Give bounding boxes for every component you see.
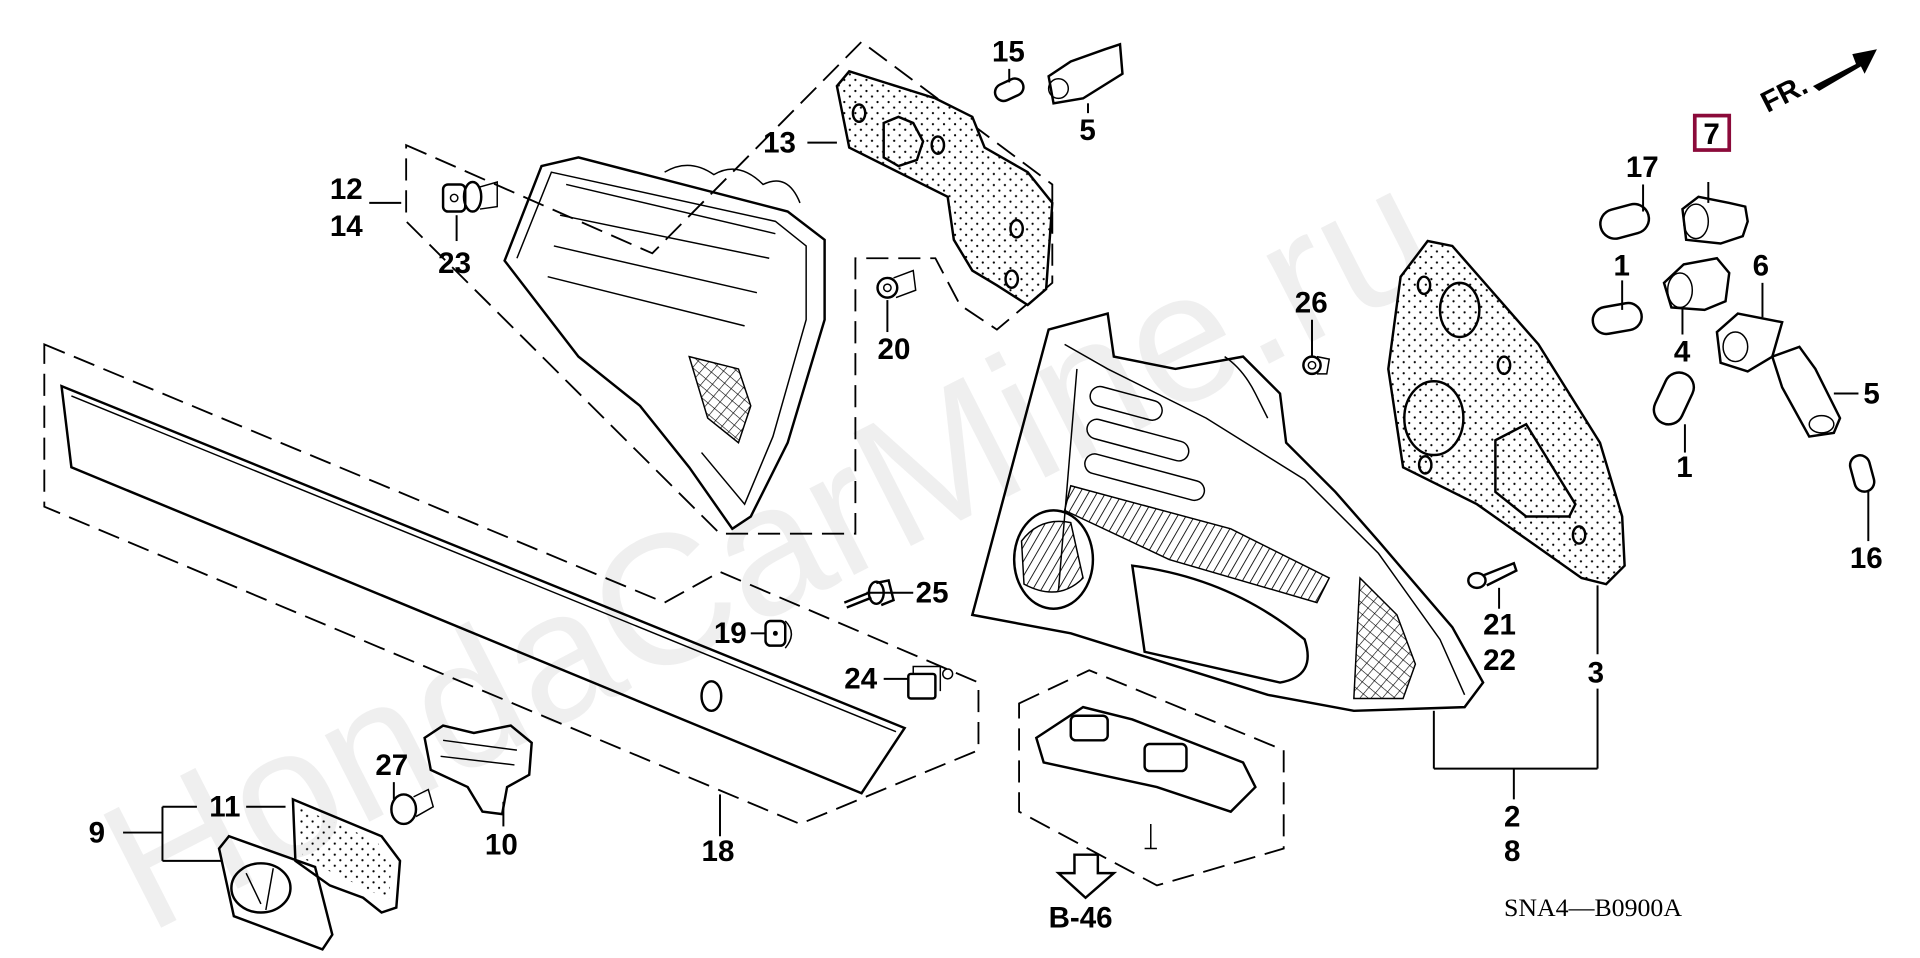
reference-b46[interactable]: B-46 — [1049, 853, 1118, 935]
callout-6[interactable]: 6 — [1753, 249, 1769, 282]
callout-7[interactable]: 7 — [1703, 118, 1719, 151]
callout-25[interactable]: 25 — [916, 577, 949, 610]
callout-26[interactable]: 26 — [1295, 286, 1328, 319]
license-lamp-9[interactable] — [217, 834, 334, 951]
callout-22[interactable]: 22 — [1483, 644, 1516, 677]
bulb-15[interactable] — [992, 76, 1026, 104]
callout-15[interactable]: 15 — [992, 35, 1025, 68]
bulb-1-lower[interactable] — [1649, 368, 1699, 430]
socket-6[interactable] — [1715, 312, 1784, 373]
fr-label: FR. — [1756, 68, 1813, 119]
callout-20[interactable]: 20 — [878, 333, 911, 366]
screw-21-22[interactable] — [1467, 561, 1518, 590]
socket-7[interactable] — [1681, 195, 1749, 245]
callout-3[interactable]: 3 — [1588, 657, 1604, 690]
callout-11[interactable]: 11 — [209, 791, 240, 824]
bulb-16[interactable] — [1848, 453, 1877, 494]
garnish-18[interactable] — [60, 384, 907, 795]
callout-4[interactable]: 4 — [1674, 336, 1691, 369]
front-direction-arrow-icon — [1812, 49, 1877, 92]
socket-4[interactable] — [1662, 256, 1731, 312]
callout-12[interactable]: 12 — [330, 173, 363, 206]
bulb-1-upper[interactable] — [1591, 301, 1644, 336]
callout-16[interactable]: 16 — [1850, 542, 1883, 575]
callout-2[interactable]: 2 — [1504, 800, 1520, 833]
callout-1-upper[interactable]: 1 — [1614, 249, 1630, 282]
gasket-3[interactable] — [1387, 239, 1626, 586]
connector-harness[interactable] — [1034, 705, 1257, 850]
callout-27[interactable]: 27 — [375, 749, 408, 782]
down-arrow-outline-icon — [1055, 853, 1118, 900]
callout-7-highlighted[interactable]: 7 — [1692, 113, 1732, 152]
bulb-27[interactable] — [390, 788, 435, 826]
clip-23[interactable] — [441, 180, 498, 213]
callout-21[interactable]: 21 — [1483, 609, 1516, 642]
callout-9[interactable]: 9 — [89, 816, 105, 849]
socket-10[interactable] — [423, 724, 533, 816]
socket-5-top[interactable] — [1047, 42, 1124, 105]
callout-1-lower[interactable]: 1 — [1676, 451, 1692, 484]
highlight-box — [1692, 113, 1732, 152]
diagram-code: SNA4—B0900A — [1504, 893, 1682, 922]
callout-8[interactable]: 8 — [1504, 835, 1520, 868]
socket-5-right[interactable] — [1770, 345, 1842, 438]
clip-20[interactable] — [876, 269, 917, 299]
callout-24[interactable]: 24 — [844, 663, 877, 696]
callout-5-right[interactable]: 5 — [1863, 377, 1879, 410]
reference-label[interactable]: B-46 — [1049, 901, 1113, 934]
callout-labels: 12 14 23 13 15 5 20 26 17 1 6 4 5 1 16 2… — [89, 35, 1883, 867]
bulb-17[interactable] — [1597, 201, 1652, 242]
license-lamp-11[interactable] — [291, 797, 402, 914]
callout-5-top[interactable]: 5 — [1079, 114, 1095, 147]
callout-14[interactable]: 14 — [330, 210, 363, 243]
garnish-group-outline — [43, 342, 980, 825]
callout-18[interactable]: 18 — [702, 835, 735, 868]
leader-lines — [123, 68, 1870, 862]
inner-tail-lamp[interactable] — [503, 156, 826, 531]
connector-group-outline — [1018, 669, 1285, 887]
gasket-13[interactable] — [835, 69, 1054, 307]
outer-tail-lamp[interactable] — [970, 312, 1485, 713]
callout-10[interactable]: 10 — [485, 829, 518, 862]
callout-23[interactable]: 23 — [438, 247, 471, 280]
callout-19[interactable]: 19 — [714, 617, 747, 650]
callout-17[interactable]: 17 — [1626, 151, 1659, 184]
bolt-25[interactable] — [843, 579, 895, 609]
front-direction-indicator: FR. — [1756, 49, 1877, 119]
callout-13[interactable]: 13 — [763, 127, 796, 160]
clip-24[interactable] — [907, 665, 954, 700]
